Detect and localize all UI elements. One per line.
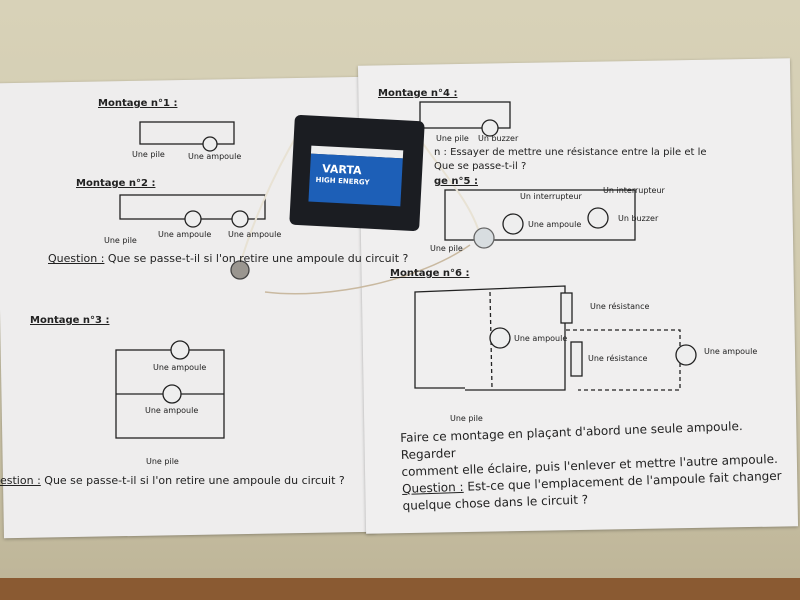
label: Une ampoule [158,230,212,239]
label: Une pile [450,414,483,423]
bulb-symbol [202,136,218,152]
label: Une pile [146,457,179,466]
circuit-m1 [139,121,235,145]
m6-title: Montage n°6 : [390,268,470,279]
circuit-m5 [444,189,636,241]
label: Une ampoule [704,347,758,356]
m2-question: Question : Que se passe-t-il si l'on ret… [48,252,408,265]
label: Une ampoule [145,406,199,415]
bulb-holder-2 [473,227,495,249]
label: Un buzzer [478,134,519,143]
label: Une ampoule [514,334,568,343]
bulb-symbol [502,213,524,235]
question-label: estion : [0,474,41,487]
bulb-symbol [162,384,182,404]
m5-title: ge n°5 : [434,176,478,187]
label: Une ampoule [153,363,207,372]
label: Une pile [430,244,463,253]
label: Une pile [104,236,137,245]
label: Une pile [436,134,469,143]
m2-title: Montage n°2 : [76,178,156,189]
bulb-symbol [231,210,249,228]
bulb-symbol [184,210,202,228]
m1-title: Montage n°1 : [98,98,178,109]
label: Un interrupteur [603,186,665,195]
question-text: Que se passe-t-il si l'on retire une amp… [107,252,409,265]
m4-question: Que se passe-t-il ? [434,161,527,172]
m6-instructions: Faire ce montage en plaçant d'abord une … [400,416,800,515]
label: Une résistance [590,302,650,311]
question-label: Question : [48,252,105,265]
m3-title: Montage n°3 : [30,315,110,326]
bulb-symbol [170,340,190,360]
m4-instruction: n : Essayer de mettre une résistance ent… [434,147,707,158]
battery-brand: VARTA [321,162,362,178]
bulb-holder-1 [230,260,250,280]
label: Une pile [132,150,165,159]
circuit-m6 [414,285,566,391]
label: Une ampoule [188,152,242,161]
battery: VARTA HIGH ENERGY [289,114,425,232]
desk-edge [0,578,800,600]
m3-question: estion : Que se passe-t-il si l'on retir… [0,474,345,487]
label: Une résistance [588,354,648,363]
label: Un interrupteur [520,192,582,201]
question-text: Que se passe-t-il si l'on retire une amp… [44,474,345,487]
bulb-symbol [675,344,697,366]
buzzer-symbol [481,119,499,137]
question-label: Question : [401,479,464,496]
m4-title: Montage n°4 : [378,88,458,99]
label: Une ampoule [228,230,282,239]
bulb-symbol [489,327,511,349]
label: Un buzzer [618,214,659,223]
circuit-m4 [419,101,511,129]
label: Une ampoule [528,220,582,229]
buzzer-symbol [587,207,609,229]
